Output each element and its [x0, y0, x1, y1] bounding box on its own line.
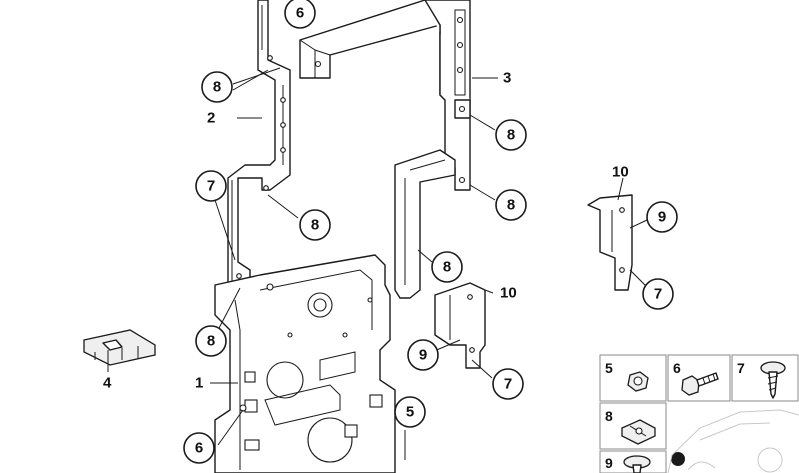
- key-label-8: 8: [605, 408, 613, 424]
- callout-7-right: 7: [642, 278, 674, 310]
- key-label-7: 7: [737, 360, 745, 376]
- part-label-5: 5: [406, 404, 414, 421]
- svg-text:9: 9: [419, 347, 427, 364]
- key-label-9: 9: [605, 455, 613, 471]
- part-label-3: 3: [503, 70, 511, 87]
- svg-text:7: 7: [654, 286, 662, 303]
- main-base-plate: [214, 254, 396, 473]
- callout-8-mid-left: 8: [299, 209, 331, 241]
- svg-text:7: 7: [207, 178, 215, 195]
- svg-text:7: 7: [504, 376, 512, 393]
- callout-9-right: 9: [646, 201, 678, 233]
- svg-text:8: 8: [311, 217, 319, 234]
- connector-holder: [83, 329, 156, 366]
- u-clip-nut-icon: [621, 419, 656, 445]
- part-label-5-circle: [394, 396, 426, 428]
- flange-screw-icon: [623, 452, 685, 473]
- callout-8-lower-left: 8: [195, 325, 227, 357]
- svg-text:6: 6: [195, 440, 203, 457]
- key-label-5: 5: [605, 360, 613, 376]
- hex-bolt-icon: [681, 372, 719, 396]
- left-vertical-bracket: [227, 0, 291, 286]
- vehicle-silhouette: [667, 409, 799, 473]
- callout-9-center: 9: [407, 339, 439, 371]
- small-bracket-right: [587, 194, 633, 291]
- part-label-1: 1: [195, 375, 203, 392]
- small-bracket-center: [434, 282, 486, 369]
- callout-8-upper-right: 8: [495, 119, 527, 151]
- svg-text:8: 8: [207, 333, 215, 350]
- key-label-6: 6: [673, 360, 681, 376]
- parts-key: 5 6 7 8 9: [599, 354, 799, 473]
- callout-7-left: 7: [195, 170, 227, 202]
- part-label-10-right: 10: [612, 164, 629, 181]
- hex-nut-icon: [627, 371, 649, 392]
- callout-7-center: 7: [492, 368, 524, 400]
- callout-8-mid-right: 8: [495, 189, 527, 221]
- svg-text:8: 8: [507, 197, 515, 214]
- part-label-10-center: 10: [500, 285, 517, 302]
- callout-6-bottom: 6: [183, 432, 215, 464]
- callout-8-center: 8: [431, 251, 463, 283]
- part-label-2: 2: [207, 110, 215, 127]
- callout-6-top: 6: [284, 0, 316, 29]
- svg-text:8: 8: [443, 259, 451, 276]
- self-tapping-screw-icon: [760, 361, 786, 399]
- middle-vertical-strut: [394, 149, 456, 299]
- svg-text:8: 8: [213, 79, 221, 96]
- part-label-4: 4: [103, 375, 112, 392]
- svg-text:9: 9: [658, 209, 666, 226]
- callout-8-upper-left: 8: [201, 71, 233, 103]
- svg-text:8: 8: [507, 127, 515, 144]
- svg-text:6: 6: [296, 5, 304, 22]
- leader-lines: [107, 11, 649, 460]
